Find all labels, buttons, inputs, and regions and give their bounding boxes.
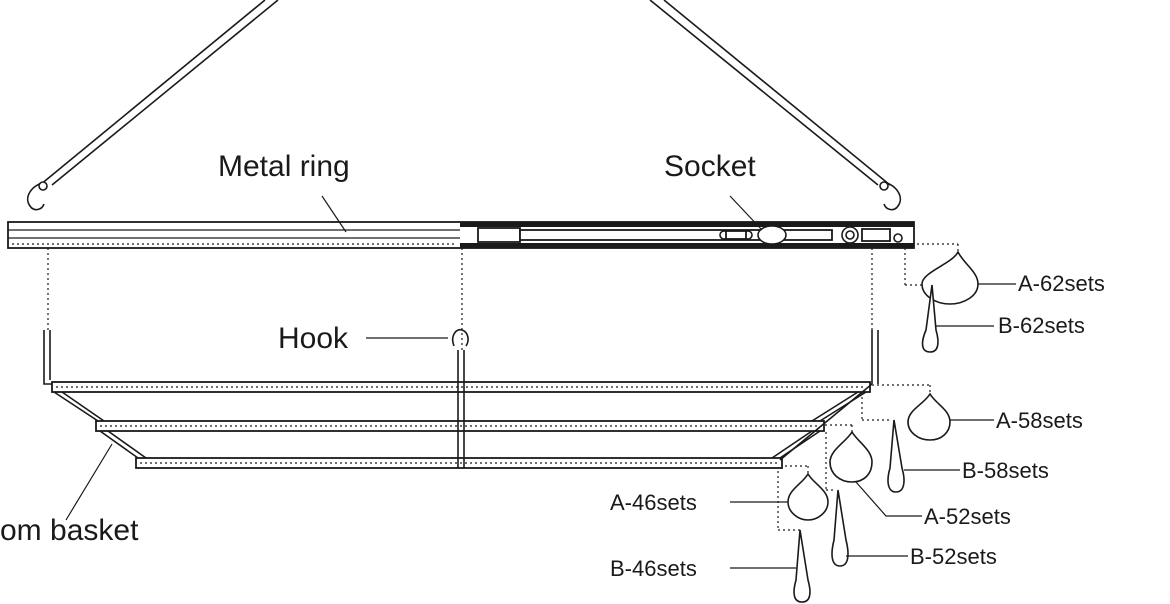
metal-ring-label: Metal ring xyxy=(218,150,350,183)
a52-label: A-52sets xyxy=(924,504,1011,529)
socket-label: Socket xyxy=(664,150,756,183)
metal-ring xyxy=(7,221,915,249)
bottom-basket-label: om basket xyxy=(0,514,139,547)
a58-label: A-58sets xyxy=(996,408,1083,433)
suspension-cables xyxy=(26,0,902,211)
crystal-a62-icon xyxy=(921,250,979,305)
a62-label: A-62sets xyxy=(1018,271,1105,296)
b62-label: B-62sets xyxy=(998,313,1085,338)
crystal-a46-icon xyxy=(787,472,829,521)
hook-label: Hook xyxy=(278,322,349,355)
crystal-b46-icon xyxy=(793,529,811,603)
crystal-b58-icon xyxy=(887,419,905,493)
b46-label: B-46sets xyxy=(610,556,697,581)
crystal-a52-icon xyxy=(829,430,873,483)
bottom-basket xyxy=(43,328,879,469)
crystal-b52-icon xyxy=(831,489,849,567)
b52-label: B-52sets xyxy=(910,544,997,569)
crystal-a58-icon xyxy=(907,392,951,441)
b58-label: B-58sets xyxy=(962,458,1049,483)
crystal-b62-icon xyxy=(921,284,939,353)
leader-lines xyxy=(65,195,1016,569)
crystal-drops xyxy=(787,250,979,603)
a46-label: A-46sets xyxy=(610,490,697,515)
